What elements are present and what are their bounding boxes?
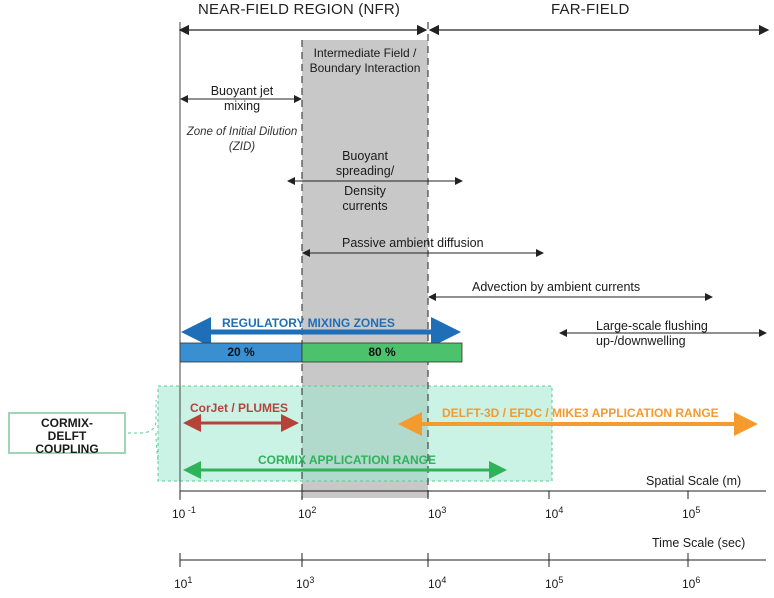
near-field-title: NEAR-FIELD REGION (NFR): [198, 1, 401, 18]
delft-label: DELFT-3D / EFDC / MIKE3 APPLICATION RANG…: [442, 406, 719, 420]
spatial-tick-label: 103: [428, 505, 447, 521]
buoyant-spreading-label: Buoyant spreading/: [335, 149, 395, 178]
coupling-line-1: CORMIX-: [41, 416, 93, 430]
coupling-line-3: COUPLING: [35, 442, 99, 456]
corjet-label: CorJet / PLUMES: [190, 401, 289, 415]
far-field-title: FAR-FIELD: [551, 1, 630, 18]
advection-label: Advection by ambient currents: [472, 280, 641, 294]
large-scale-label: Large-scale flushing up-/downwelling: [596, 319, 708, 348]
time-tick-label: 106: [682, 575, 701, 591]
bar-20-label: 20 %: [227, 345, 255, 359]
cormix-delft-coupling-box: CORMIX- DELFT COUPLING: [8, 412, 126, 456]
intermediate-field-label: Intermediate Field / Boundary Interactio…: [309, 46, 421, 75]
time-tick-label: 105: [545, 575, 564, 591]
bar-80-label: 80 %: [368, 345, 396, 359]
spatial-axis-title: Spatial Scale (m): [646, 474, 742, 488]
coupling-line-2: DELFT: [47, 429, 87, 443]
spatial-tick-label: 104: [545, 505, 564, 521]
time-tick-label: 104: [428, 575, 447, 591]
regulatory-label: REGULATORY MIXING ZONES: [222, 316, 395, 330]
density-currents-label: Density currents: [342, 184, 388, 213]
spatial-tick-label: 10 -1: [172, 505, 196, 521]
time-tick-label: 103: [296, 575, 315, 591]
spatial-tick-label: 102: [298, 505, 317, 521]
spatial-tick-label: 105: [682, 505, 701, 521]
zid-label: Zone of Initial Dilution (ZID): [186, 126, 298, 153]
time-tick-label: 101: [174, 575, 193, 591]
regulatory-bar-80: [301, 342, 463, 363]
buoyant-jet-label: Buoyant jet mixing: [210, 84, 274, 113]
time-axis-title: Time Scale (sec): [652, 536, 746, 550]
passive-diffusion-label: Passive ambient diffusion: [342, 236, 484, 250]
coupling-bracket: [128, 400, 159, 461]
cormix-label: CORMIX APPLICATION RANGE: [258, 453, 437, 467]
